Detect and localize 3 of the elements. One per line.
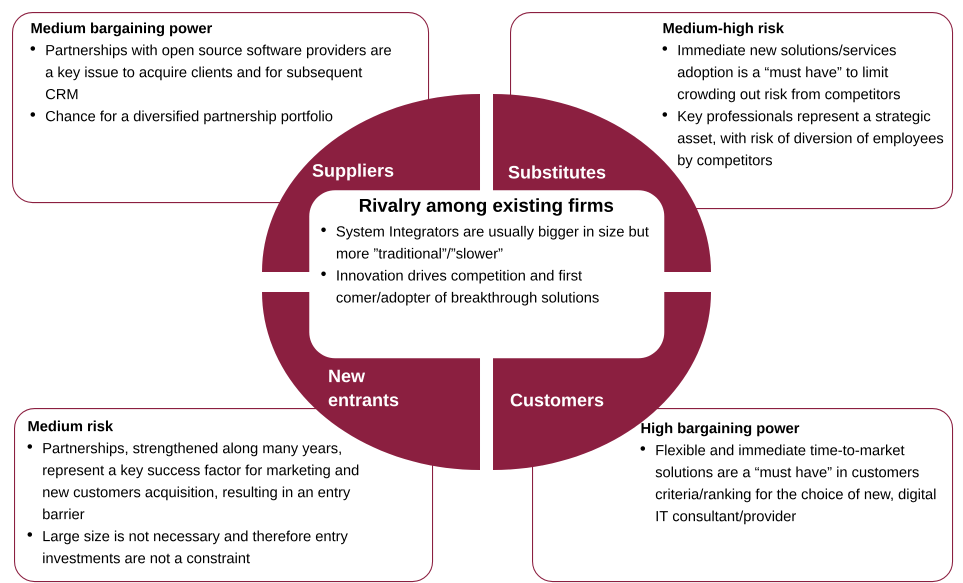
- text-box: Medium risk Partnerships, strengthened along many years, represent a key success factor for marketing and new customers acquisition, resulting in an entry barrier Large size is not necessary and therefore entry investments are not a constraint: [14, 408, 434, 582]
- text-box: High bargaining power Flexible and immediate time-to-market solutions are a “must have” in customers criteria/ranking for the choice of new, digital IT consultant/provider: [532, 408, 954, 582]
- center-panel: Rivalry among existing firms System Integrators are usually bigger in size but more ”traditional”/”slower” Innovation drives competition and first comer/adopter of breakthrough solutions: [309, 190, 664, 358]
